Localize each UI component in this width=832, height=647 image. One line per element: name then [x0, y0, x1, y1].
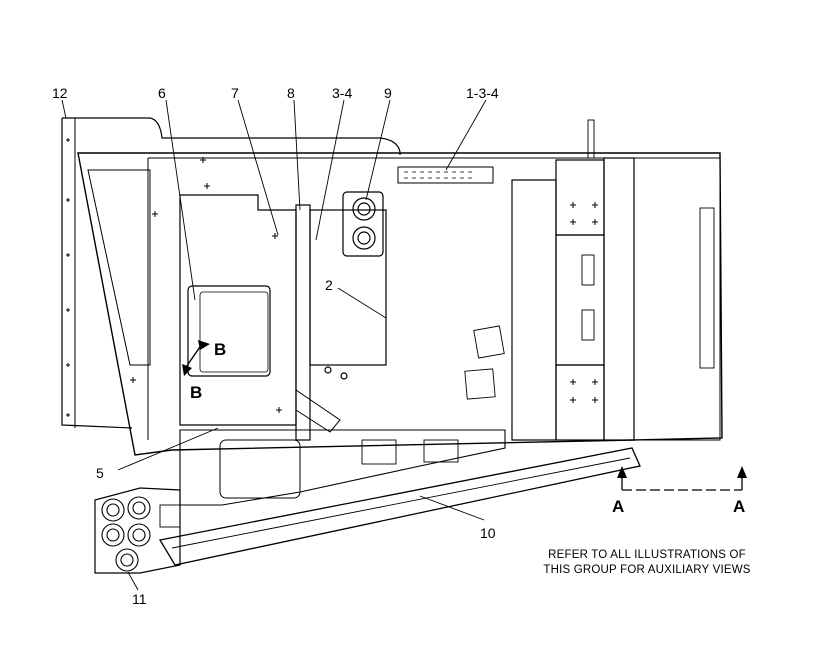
deck-cutout: [219, 439, 301, 499]
slot-a: [581, 254, 595, 286]
right-bracket-low: [555, 364, 605, 441]
outer-plate: [633, 157, 721, 441]
leader-7: [237, 99, 279, 236]
grommet-upper-inner: [357, 202, 371, 216]
callout-9: 9: [384, 85, 392, 101]
callout-8: 8: [287, 85, 295, 101]
section-a-right-arrowhead: [737, 466, 747, 478]
hinge-bracket-b: [464, 368, 496, 400]
reference-note-line-2: THIS GROUP FOR AUXILIARY VIEWS: [543, 564, 751, 576]
lower-rail: [158, 447, 641, 566]
top-bracket-slots: [404, 171, 472, 179]
deck-block-b: [423, 439, 459, 463]
plate-assembly: [309, 209, 387, 366]
right-bracket-mid: [555, 234, 605, 366]
section-b-label-bottom: B: [190, 383, 202, 402]
leader-8: [293, 99, 301, 211]
leader-lines: [61, 99, 487, 591]
slot-b: [581, 309, 595, 341]
reference-note: REFER TO ALL ILLUSTRATIONS OF THIS GROUP…: [540, 548, 754, 578]
vertical-column: [295, 204, 311, 441]
reference-note-line-1: REFER TO ALL ILLUSTRATIONS OF: [548, 549, 746, 561]
deck-block-a: [361, 439, 397, 465]
rear-panel-rivets: [66, 138, 70, 417]
handle-post: [587, 119, 595, 159]
grommet-plate: [94, 487, 181, 574]
grommet-plate-tab: [159, 504, 181, 528]
section-b-arrowhead-top: [198, 340, 210, 350]
hinge-bracket-a: [473, 325, 505, 359]
leader-2: [337, 287, 387, 319]
right-channel: [511, 179, 557, 441]
door-frame: [699, 207, 715, 369]
leader-10: [419, 495, 485, 521]
section-a-label-left: A: [612, 497, 624, 516]
frame-inner-slant: [87, 169, 151, 366]
plate-hole: [324, 366, 332, 374]
callout-1-3-4: 1-3-4: [466, 85, 499, 101]
inner-cover: [199, 291, 269, 373]
leader-11: [127, 571, 139, 591]
callout-11: 11: [132, 591, 147, 607]
rear-panel-outline: [61, 117, 401, 429]
callout-2: 2: [325, 277, 333, 293]
lower-deck: [179, 429, 506, 506]
section-b-label-top: B: [214, 340, 226, 359]
right-bracket-top: [555, 159, 605, 236]
callout-7: 7: [231, 85, 239, 101]
plate-hole-2: [340, 372, 348, 380]
leader-5: [117, 427, 219, 471]
section-a-left-arrowhead: [617, 466, 627, 478]
main-frame-outline: [77, 152, 723, 456]
lower-rail-inner: [171, 457, 631, 549]
section-b-arrow: [183, 343, 203, 371]
callout-12: 12: [52, 85, 68, 101]
top-bracket: [397, 166, 494, 184]
grommet-cluster: [101, 496, 151, 572]
angle-brace: [295, 389, 341, 433]
leader-3-4-a: [315, 99, 345, 241]
callout-6: 6: [158, 85, 166, 101]
callout-3-4: 3-4: [332, 85, 352, 101]
hardware-crosses: [130, 157, 598, 413]
grommet-housing: [342, 191, 384, 257]
callout-10: 10: [480, 525, 496, 541]
section-a-label-right: A: [733, 497, 745, 516]
leader-6: [165, 99, 196, 301]
grommet-upper: [352, 197, 376, 221]
grommet-lower: [352, 226, 376, 250]
callout-5: 5: [96, 465, 104, 481]
side-plate: [603, 157, 635, 441]
leader-12: [61, 99, 67, 119]
access-cover: [187, 285, 271, 377]
section-b-arrowhead-bottom: [182, 364, 192, 376]
grommet-lower-inner: [357, 231, 371, 245]
leader-1-3-4: [445, 99, 487, 171]
leader-9: [365, 99, 391, 201]
